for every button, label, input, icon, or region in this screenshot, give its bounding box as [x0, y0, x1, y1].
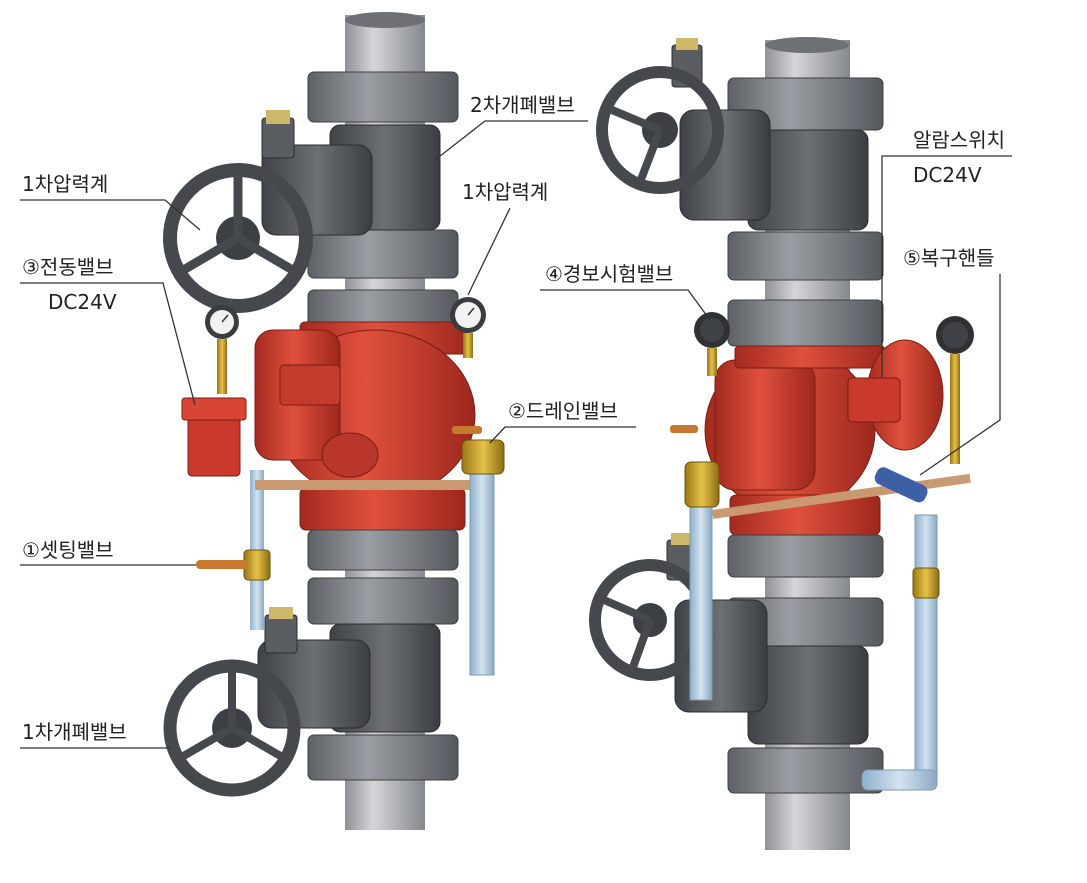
primary-handwheel: [163, 659, 301, 797]
label-setting-valve: ①셋팅밸브: [22, 538, 114, 562]
spool-flange: [727, 299, 884, 347]
drain-valve: [461, 439, 505, 475]
lower-flange-bottom: [307, 734, 459, 781]
primary-indicator: [264, 614, 298, 654]
alarm-switch: [847, 377, 901, 423]
primary-indicator-cap: [269, 607, 293, 619]
lower-spool-flange: [727, 534, 884, 578]
label-alarm-switch: 알람스위치: [913, 128, 1005, 152]
secondary-handwheel: [596, 66, 724, 194]
solenoid-valve-top: [181, 397, 247, 421]
secondary-indicator-cap: [676, 38, 698, 50]
pipe-top-opening: [765, 37, 849, 53]
left-trim-pipe: [689, 504, 713, 701]
leader-solenoid-valve: [20, 282, 196, 406]
lower-flange-upper: [307, 577, 459, 625]
label-drain-valve: ②드레인밸브: [508, 399, 618, 423]
deluge-valve-body: [254, 321, 476, 531]
reset-handle: [874, 467, 928, 503]
leader-lines: [20, 120, 1012, 749]
trim-valve: [912, 567, 940, 599]
leader-reset-handle: [919, 274, 1001, 476]
label-alarm-test-valve: ④경보시험밸브: [545, 262, 674, 286]
leader-alarm-switch: [881, 155, 1012, 378]
upper-flange: [307, 71, 459, 123]
lower-spool-flange: [307, 529, 459, 571]
drain-pipe: [469, 469, 495, 676]
leader-alarm-test-valve: [540, 289, 711, 321]
label-primary-gauge-center: 1차압력계: [462, 180, 549, 204]
leader-secondary-shutoff: [434, 120, 588, 161]
secondary-handwheel: [163, 163, 313, 313]
center-pressure-gauge: [450, 297, 486, 358]
label-primary-gauge-left: 1차압력계: [22, 172, 109, 196]
upper-flange-lower: [307, 229, 459, 279]
leader-drain-valve: [489, 426, 636, 444]
secondary-gearbox: [679, 109, 771, 221]
setting-valve-handle: [196, 560, 248, 569]
deluge-valve-body: [704, 339, 944, 536]
right-valve-assembly: [589, 37, 974, 850]
trim-pipe-horizontal: [255, 480, 485, 490]
left-pressure-gauge: [694, 312, 730, 376]
label-primary-shutoff-valve: 1차개폐밸브: [22, 720, 127, 744]
label-alarm-switch-voltage: DC24V: [913, 163, 982, 187]
label-reset-handle: ⑤복구핸들: [903, 246, 995, 270]
left-pressure-gauge: [205, 305, 239, 394]
alarm-test-valve: [684, 461, 720, 508]
right-pressure-gauge: [936, 316, 974, 464]
right-trim-pipe: [914, 514, 938, 776]
lower-flange-bottom: [727, 747, 884, 794]
primary-indicator-cap: [671, 533, 693, 545]
leader-primary-gauge-left: [20, 199, 201, 231]
label-secondary-shutoff-valve: 2차개폐밸브: [470, 93, 575, 117]
label-solenoid-valve: ③전동밸브: [22, 255, 114, 279]
secondary-indicator-cap: [266, 110, 290, 124]
secondary-gearbox: [261, 144, 373, 236]
label-solenoid-voltage: DC24V: [48, 290, 117, 314]
upper-flange-lower: [727, 231, 884, 281]
drain-valve-handle: [452, 426, 482, 434]
pipe-top-opening: [345, 12, 425, 28]
right-trim-elbow: [861, 769, 938, 791]
leader-primary-gauge-center: [467, 207, 511, 296]
left-valve-assembly: [163, 12, 505, 830]
alarm-test-handle: [670, 425, 698, 433]
